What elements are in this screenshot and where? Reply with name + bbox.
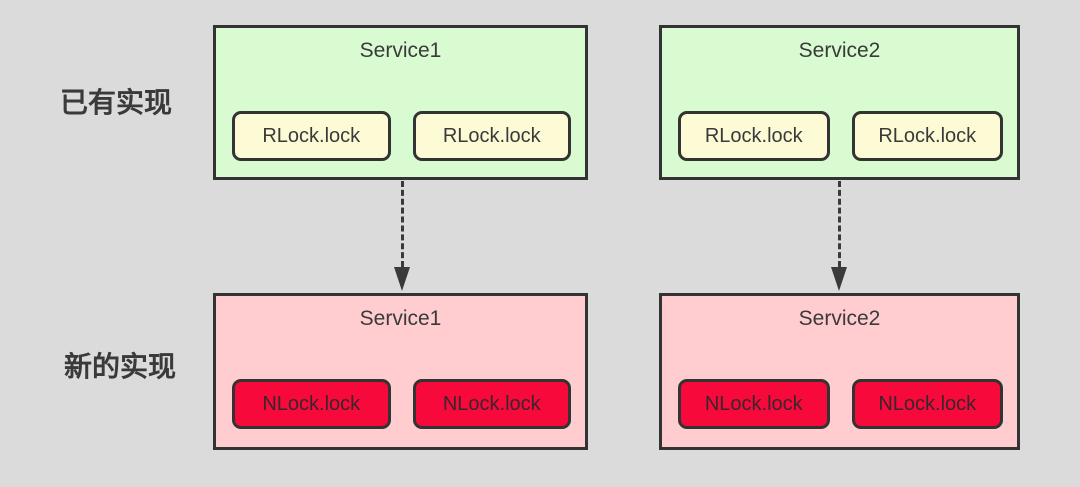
lock-box-rlock: RLock.lock [678,111,830,161]
lock-label: NLock.lock [704,392,803,415]
arrow-head-icon [831,267,847,291]
arrow-head-icon [394,267,410,291]
service-title: Service2 [798,39,881,62]
service-title: Service2 [798,307,881,330]
lock-label: NLock.lock [262,392,361,415]
lock-row: RLock.lock RLock.lock [232,111,571,161]
lock-label: RLock.lock [878,124,977,147]
arrow-service2-existing-to-new [830,181,848,291]
lock-label: RLock.lock [262,124,361,147]
service-box-existing-service2: Service2 RLock.lock RLock.lock [659,25,1020,180]
lock-row: RLock.lock RLock.lock [678,111,1003,161]
lock-label: NLock.lock [442,392,541,415]
service-box-existing-service1: Service1 RLock.lock RLock.lock [213,25,588,180]
service-box-new-service2: Service2 NLock.lock NLock.lock [659,293,1020,450]
service-title: Service1 [359,307,442,330]
arrow-dashed-line [837,181,841,267]
lock-row: NLock.lock NLock.lock [232,379,571,429]
lock-box-nlock: NLock.lock [412,379,571,429]
lock-row: NLock.lock NLock.lock [678,379,1003,429]
lock-box-nlock: NLock.lock [232,379,391,429]
service-title: Service1 [359,39,442,62]
row-label-new: 新的实现 [63,351,176,382]
arrow-dashed-line [400,181,404,267]
lock-box-nlock: NLock.lock [851,379,1003,429]
lock-box-nlock: NLock.lock [678,379,830,429]
lock-label: NLock.lock [878,392,977,415]
lock-box-rlock: RLock.lock [851,111,1003,161]
row-label-existing: 已有实现 [59,87,172,118]
arrow-service1-existing-to-new [393,181,411,291]
lock-box-rlock: RLock.lock [412,111,571,161]
lock-label: RLock.lock [442,124,541,147]
lock-box-rlock: RLock.lock [232,111,391,161]
service-box-new-service1: Service1 NLock.lock NLock.lock [213,293,588,450]
lock-label: RLock.lock [704,124,803,147]
